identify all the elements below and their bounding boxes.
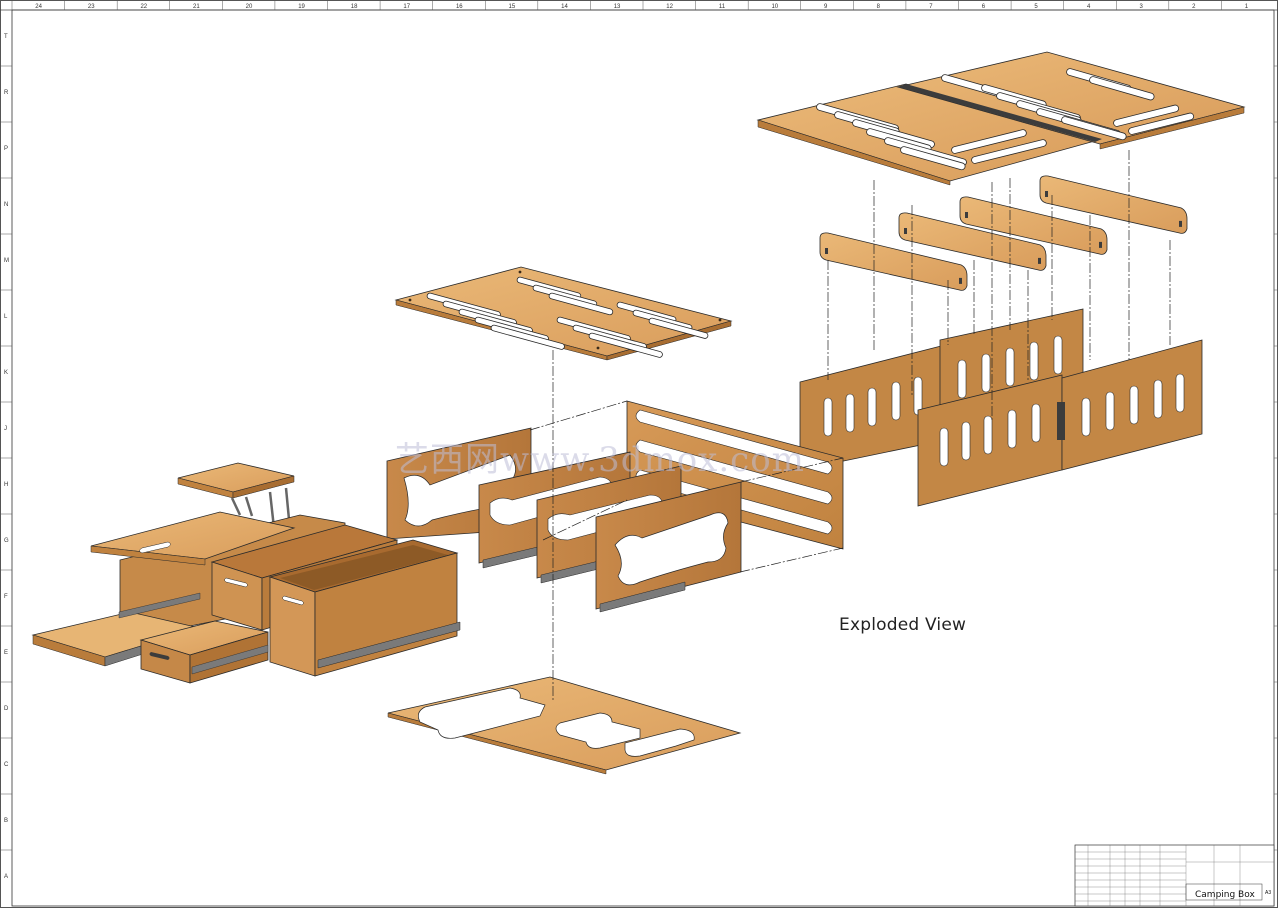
zone-number: 4: [1087, 4, 1091, 10]
zone-number: 8: [877, 4, 881, 10]
left-zone-ruler: T R P N M L K J H G F E D C B A: [0, 9, 12, 880]
title-block: Camping Box A3: [1074, 844, 1275, 907]
zone-letter: B: [4, 818, 8, 824]
zone-number: 6: [982, 4, 986, 10]
zone-letter: M: [4, 258, 9, 264]
zone-letter: N: [4, 202, 8, 208]
cross-rail-boards: [819, 175, 1188, 291]
zone-number: 17: [403, 4, 410, 10]
zone-number: 1: [1245, 4, 1249, 10]
zone-number: 18: [351, 4, 358, 10]
zone-number: 7: [929, 4, 933, 10]
zone-number: 16: [456, 4, 463, 10]
zone-number: 3: [1140, 4, 1144, 10]
zone-letter: J: [4, 426, 7, 432]
watermark-text: 艺西网www.3dmox.com: [395, 440, 805, 480]
center-frame-panels: [386, 400, 844, 613]
zone-letter: R: [4, 90, 9, 96]
zone-number: 22: [140, 4, 147, 10]
base-plate: [387, 676, 742, 775]
zone-number: 15: [509, 4, 516, 10]
zone-letter: C: [4, 762, 9, 768]
zone-letter: H: [4, 482, 8, 488]
zone-letter: K: [4, 370, 8, 376]
zone-letter: A: [4, 874, 8, 880]
explode-guide-lines: [529, 150, 1171, 700]
view-label: Exploded View: [839, 615, 967, 635]
zone-number: 19: [298, 4, 305, 10]
zone-letter: D: [4, 706, 9, 712]
zone-letter: T: [4, 34, 8, 40]
zone-number: 2: [1192, 4, 1196, 10]
center-lid-slots: [408, 270, 722, 358]
slotted-wall-panels: [799, 308, 1203, 507]
assembled-camping-box: [31, 462, 461, 684]
zone-number: 12: [666, 4, 673, 10]
lid-hand-slots: [816, 68, 1195, 171]
zone-number: 13: [614, 4, 621, 10]
zone-number: 9: [824, 4, 828, 10]
drawing-title: Camping Box: [1195, 890, 1255, 900]
zone-number: 23: [88, 4, 95, 10]
zone-letter: F: [4, 594, 8, 600]
zone-number: 20: [246, 4, 253, 10]
zone-number: 11: [719, 4, 726, 10]
zone-number: 14: [561, 4, 568, 10]
zone-letter: P: [4, 146, 8, 152]
zone-number: 5: [1034, 4, 1038, 10]
zone-number: 24: [35, 4, 42, 10]
zone-number: 21: [193, 4, 200, 10]
right-zone-ruler: [1274, 9, 1278, 851]
sheet-size: A3: [1265, 890, 1271, 896]
zone-letter: G: [4, 538, 9, 544]
zone-letter: E: [4, 650, 8, 656]
zone-letter: L: [4, 314, 8, 320]
zone-number: 10: [771, 4, 778, 10]
